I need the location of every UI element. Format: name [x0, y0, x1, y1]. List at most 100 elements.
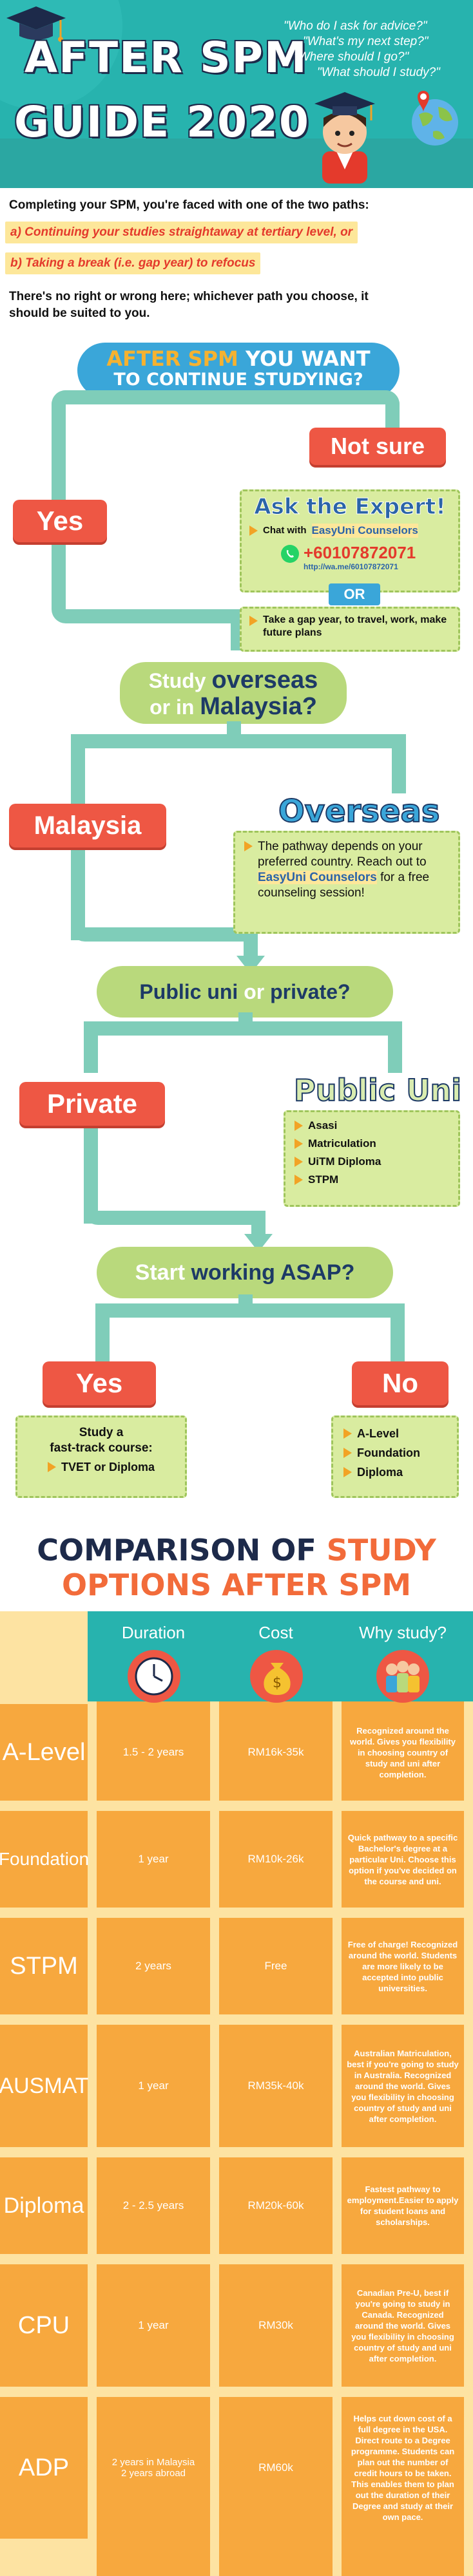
no-item-label: A-Level — [357, 1427, 400, 1440]
path-a-option: a) Continuing your studies straightaway … — [5, 222, 358, 243]
title-line-1: AFTER SPM — [24, 33, 308, 82]
ask-expert-title: Ask the Expert! — [254, 494, 446, 520]
flow-path — [52, 390, 66, 500]
public-item: Matriculation — [294, 1137, 449, 1151]
q1-text: YOU WANT — [245, 346, 371, 371]
bullet-arrow-icon — [294, 1157, 303, 1167]
overseas-brand-link[interactable]: EasyUni Counselors — [258, 871, 377, 884]
overseas-text-block: The pathway depends on your preferred co… — [244, 839, 449, 901]
header-banner: AFTER SPM GUIDE 2020 "Who do I ask for a… — [0, 0, 473, 188]
cell-cost: Free — [264, 1960, 287, 1972]
q4-rest: working ASAP? — [191, 1260, 355, 1285]
flow-path — [71, 734, 406, 748]
row-label-a-level: A-Level — [0, 1704, 88, 1801]
comparison-title: COMPARISON OF STUDY OPTIONS AFTER SPM — [0, 1533, 473, 1602]
money-bag-icon: $ — [264, 1663, 291, 1695]
q1-line-2: TO CONTINUE STUDYING? — [113, 370, 363, 390]
cell-duration: 2 - 2.5 years — [122, 2199, 184, 2211]
bullet-arrow-icon — [343, 1448, 352, 1458]
cell-cost: RM60k — [258, 2461, 293, 2474]
svg-text:$: $ — [273, 1675, 282, 1691]
cost-column — [219, 1611, 333, 2576]
cell-duration: 1 year — [138, 1853, 169, 1865]
flow-path — [238, 1012, 253, 1028]
cell-cost: RM35k-40k — [247, 2079, 304, 2092]
intro-closing: There's no right or wrong here; whicheve… — [9, 290, 369, 320]
chat-brand-link[interactable]: EasyUni Counselors — [311, 524, 418, 538]
path-b-option: b) Taking a break (i.e. gap year) to ref… — [5, 252, 261, 274]
gap-year-box: Take a gap year, to travel, work, make f… — [240, 607, 460, 652]
answer-malaysia-tag: Malaysia — [9, 804, 166, 848]
comparison-table: Duration Cost Why study? $ A-Level 1.5 -… — [0, 1611, 473, 2576]
cell-cost: RM10k-26k — [247, 1853, 304, 1865]
row-separator — [0, 1801, 473, 1811]
duration-column — [97, 1611, 210, 2576]
answer-yes-work-tag: Yes — [43, 1361, 156, 1405]
overseas-text-1: The pathway depends on your preferred co… — [258, 840, 427, 869]
row-label-foundation: Foundation — [0, 1811, 89, 1908]
or-divider: OR — [329, 583, 380, 605]
row-label-stpm: STPM — [0, 1918, 88, 2014]
public-item: UiTM Diploma — [294, 1155, 449, 1169]
cell-why: Australian Matriculation, best if you're… — [347, 2048, 459, 2124]
question-overseas-or-malaysia: Study overseas or in Malaysia? — [120, 662, 347, 724]
no-item: Foundation — [343, 1446, 447, 1460]
bullet-arrow-icon — [294, 1175, 303, 1185]
cell-why: Quick pathway to a specific Bachelor's d… — [347, 1832, 458, 1886]
public-item-label: Matriculation — [308, 1137, 376, 1150]
chat-with-line: Chat with EasyUni Counselors — [249, 524, 418, 538]
flow-path — [84, 1211, 265, 1225]
cell-why: Fastest pathway to employment.Easier to … — [347, 2184, 459, 2227]
flow-path — [385, 390, 400, 429]
row-separator — [0, 2254, 473, 2264]
public-item-label: UiTM Diploma — [308, 1155, 381, 1168]
flow-path — [84, 1021, 98, 1073]
cell-why: Recognized around the world. Gives you f… — [350, 1725, 456, 1779]
phone-number[interactable]: +60107872071 — [304, 543, 416, 562]
q3-private: private? — [270, 980, 351, 1003]
flow-path — [71, 927, 258, 942]
question-1: "Who do I ask for advice?" — [284, 19, 427, 33]
public-uni-title: Public Uni — [293, 1072, 462, 1108]
row-label-ausmat: AUSMAT — [0, 2025, 89, 2147]
flow-path — [52, 390, 400, 404]
graduation-cap-icon — [6, 6, 66, 42]
q4-start: Start — [135, 1260, 186, 1285]
cell-why: Helps cut down cost of a full degree in … — [351, 2414, 455, 2522]
cell-duration: 1 year — [138, 2319, 169, 2331]
public-item-label: Asasi — [308, 1119, 338, 1132]
bullet-arrow-icon — [294, 1121, 303, 1131]
cell-duration: 1.5 - 2 years — [122, 1746, 184, 1758]
bullet-arrow-icon — [343, 1467, 352, 1477]
cell-why: Free of charge! Recognized around the wo… — [347, 1939, 458, 1993]
no-item: A-Level — [343, 1426, 447, 1441]
question-public-or-private: Public uni or private? — [97, 966, 393, 1018]
question-continue-studying: AFTER SPM YOU WANT TO CONTINUE STUDYING? — [77, 343, 400, 398]
flow-path — [251, 1211, 265, 1236]
overseas-box: The pathway depends on your preferred co… — [233, 831, 460, 934]
fast-track-box: Study a fast-track course: TVET or Diplo… — [15, 1416, 187, 1498]
row-separator — [0, 1908, 473, 1918]
flow-path — [238, 1294, 253, 1310]
answer-no-work-tag: No — [352, 1361, 449, 1405]
graduate-student-icon — [314, 92, 375, 184]
flow-path — [84, 1114, 98, 1224]
header-duration: Duration — [121, 1623, 186, 1642]
public-item: Asasi — [294, 1119, 449, 1133]
public-uni-box: Asasi Matriculation UiTM Diploma STPM — [284, 1110, 460, 1207]
fast-item: TVET or Diploma — [17, 1460, 185, 1474]
whatsapp-link[interactable]: http://wa.me/60107872071 — [304, 562, 398, 571]
fast-item-label: TVET or Diploma — [61, 1461, 155, 1473]
bullet-arrow-icon — [249, 616, 258, 626]
clock-icon — [135, 1657, 173, 1696]
bullet-arrow-icon — [244, 841, 253, 851]
bullet-arrow-icon — [294, 1139, 303, 1149]
flow-path — [71, 734, 85, 805]
no-options-box: A-Level Foundation Diploma — [331, 1416, 459, 1498]
q1-highlight: AFTER SPM — [106, 346, 238, 371]
flow-path — [244, 927, 258, 960]
question-3: "Where should I go?" — [294, 50, 409, 64]
cell-why: Canadian Pre-U, best if you're going to … — [351, 2287, 454, 2363]
bullet-arrow-icon — [343, 1428, 352, 1439]
flow-path — [84, 1021, 402, 1036]
